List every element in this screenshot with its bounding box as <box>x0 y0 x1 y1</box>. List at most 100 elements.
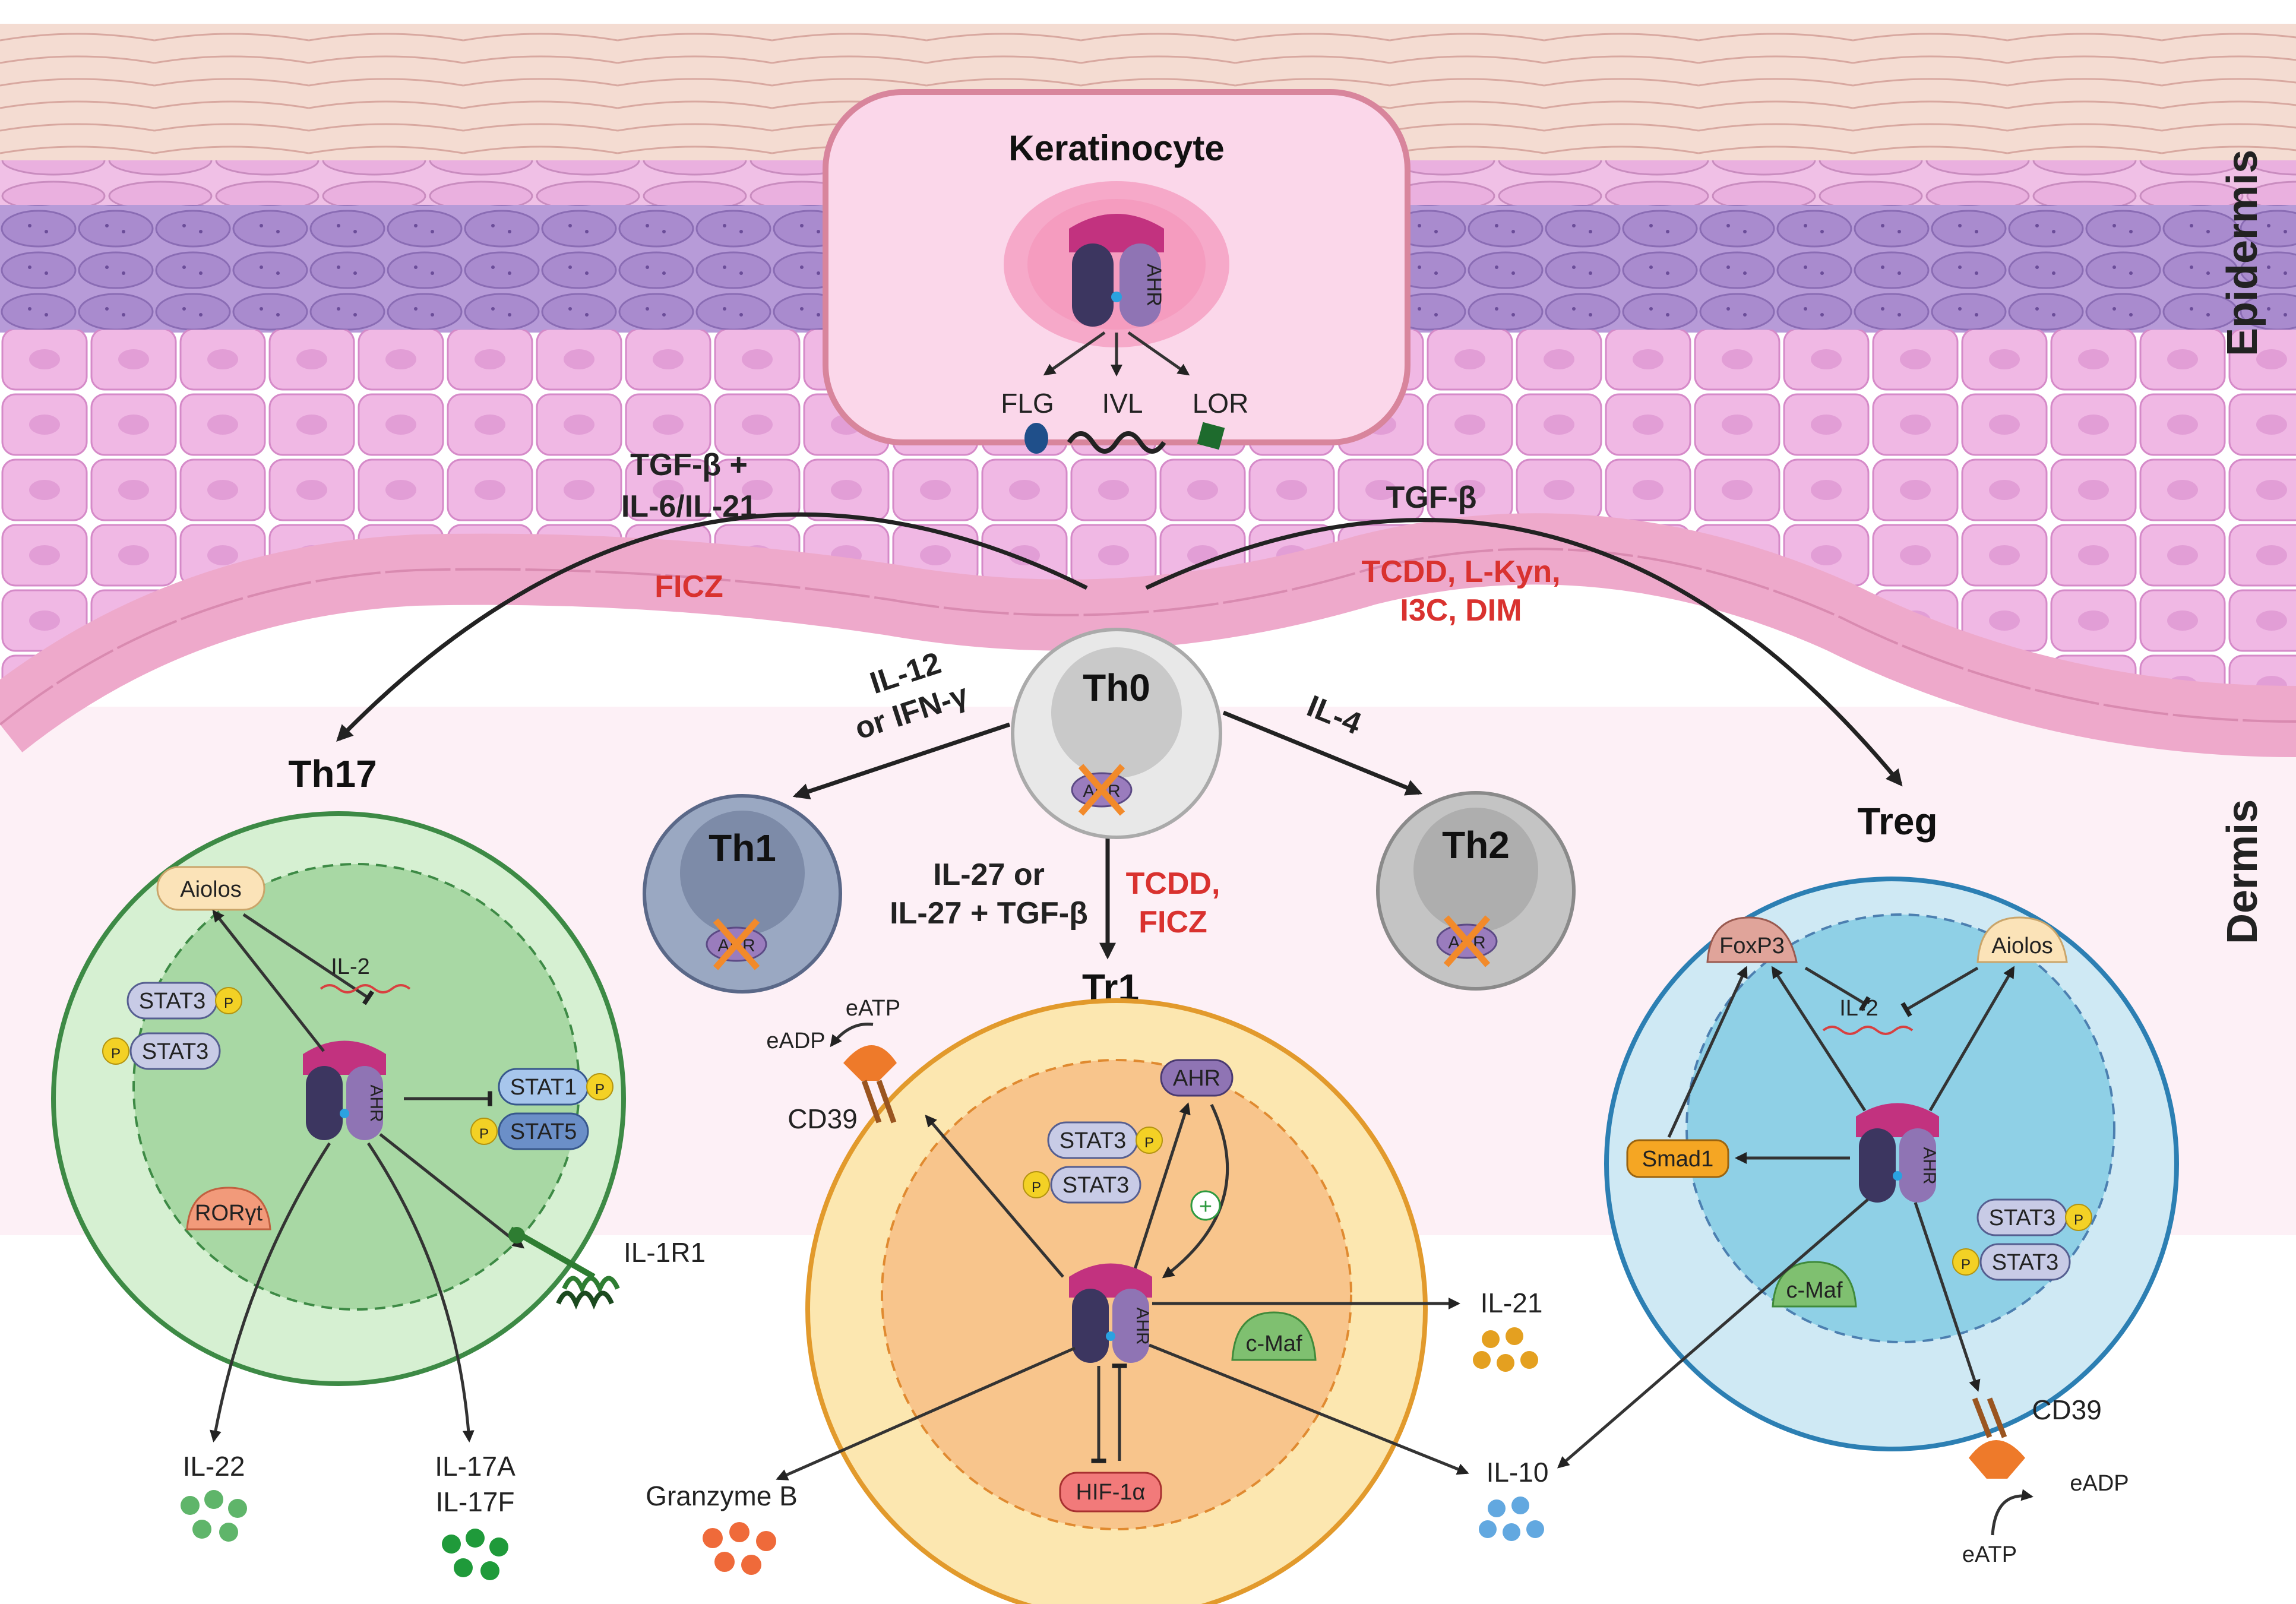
basal-cell-outline <box>0 548 2296 726</box>
treg-p1: P <box>2074 1212 2083 1228</box>
th17-stat3-b-phospho <box>102 1037 129 1065</box>
tr1-ligand-line2: FICZ <box>1138 905 1207 939</box>
arrow-th0-to-th17 <box>336 512 1088 742</box>
flg-label: FLG <box>1001 388 1054 419</box>
th2-name: Th2 <box>1442 824 1510 866</box>
tr1-ahr-label: AHR <box>1133 1307 1152 1344</box>
th17-il2: IL-2 <box>331 954 369 979</box>
treg-p2-icon <box>1952 1248 1979 1276</box>
th1-name: Th1 <box>709 827 776 869</box>
treg-stat3-a-label: STAT3 <box>1989 1206 2056 1230</box>
tr1-p2: P <box>1032 1179 1041 1195</box>
treg-cd39-enzyme-icon <box>1969 1397 2025 1479</box>
th17-rorgt <box>186 1187 271 1230</box>
th17-il17a: IL-17A <box>435 1451 516 1482</box>
th17-il22: IL-22 <box>183 1451 245 1482</box>
th0-name: Th0 <box>1083 666 1150 709</box>
th2-ahr-blocked-icon <box>1443 915 1491 967</box>
treg-ligand-line1: TCDD, L-Kyn, <box>1361 555 1560 589</box>
treg-ligand-line2: I3C, DIM <box>1400 593 1522 628</box>
tr1-ligand-line1: TCDD, <box>1126 866 1220 901</box>
epidermis-label: Epidermis <box>2219 150 2266 356</box>
th17-cell: Th17 Aiolos IL-2 STAT3 P P STAT3 AHR STA… <box>51 752 706 1580</box>
treg-p1-icon <box>2065 1204 2092 1231</box>
treg-foxp3 <box>1706 916 1798 963</box>
ivl-label: IVL <box>1102 388 1143 419</box>
th17-ligand: FICZ <box>654 570 723 604</box>
th17-aiolos <box>156 866 265 911</box>
th17-stat3-a-phospho <box>215 987 242 1014</box>
arrow-th0-to-th1 <box>792 722 1011 800</box>
treg-cmaf <box>1772 1261 1857 1308</box>
treg-ahr-label: AHR <box>1919 1147 1939 1184</box>
keratinocyte-title: Keratinocyte <box>1008 128 1224 168</box>
tr1-cd39: CD39 <box>788 1103 858 1134</box>
tr1-hif1a-label: HIF-1α <box>1076 1480 1146 1505</box>
tr1-cmaf-label: c-Maf <box>1246 1331 1302 1356</box>
tr1-il10: IL-10 <box>1487 1457 1549 1488</box>
tr1-cd39-enzyme-icon <box>843 1045 897 1124</box>
tr1-ahr-cytosol <box>1160 1059 1234 1097</box>
dermis-label: Dermis <box>2219 799 2266 944</box>
treg-smad1-label: Smad1 <box>1642 1147 1713 1172</box>
tr1-signal-line1: IL-27 or <box>933 858 1045 892</box>
th17-ahr-label: AHR <box>366 1084 386 1122</box>
treg-eadp: eADP <box>2070 1471 2129 1496</box>
tr1-granzyme-molecules-icon <box>703 1522 776 1575</box>
th17-stat3-b <box>129 1032 221 1070</box>
th0-ahr-blocked-icon <box>1078 764 1125 816</box>
th17-p2: P <box>111 1046 121 1062</box>
lor-protein-icon <box>1197 422 1225 450</box>
tr1-plus-icon <box>1190 1190 1221 1221</box>
th17-p4: P <box>479 1126 489 1142</box>
lor-label: LOR <box>1193 388 1249 419</box>
th17-stat5-phospho <box>470 1118 498 1145</box>
th17-stat3-a-label: STAT3 <box>139 989 206 1014</box>
th2-cell: Th2 AHR <box>1376 791 1576 991</box>
th1-ahr-blocked-icon <box>713 918 760 970</box>
treg-ahr-complex: AHR <box>1856 1103 1939 1203</box>
treg-aiolos <box>1976 916 2068 963</box>
arrow-th0-to-th2 <box>1222 710 1423 796</box>
tr1-eatp: eATP <box>846 996 900 1021</box>
tr1-eadp: eADP <box>766 1029 825 1053</box>
tr1-cmaf <box>1231 1311 1317 1361</box>
treg-p2: P <box>1961 1257 1971 1273</box>
treg-stat3-b-label: STAT3 <box>1992 1250 2059 1275</box>
treg-foxp3-label: FoxP3 <box>1719 934 1785 958</box>
treg-aiolos-label: Aiolos <box>1991 934 2053 958</box>
th1-cell: Th1 AHR <box>643 794 842 994</box>
th17-il17f: IL-17F <box>436 1486 515 1517</box>
treg-eatp: eATP <box>1962 1542 2017 1567</box>
th17-il17-molecules-icon <box>442 1529 508 1580</box>
keratinocyte-panel: Keratinocyte AHR FLG IVL LOR <box>823 89 1411 454</box>
tr1-p1-icon <box>1136 1127 1163 1154</box>
treg-cmaf-label: c-Maf <box>1786 1278 1843 1303</box>
tr1-cell: Tr1 eATP eADP CD39 AHR + STAT3 P P STAT3… <box>646 966 1548 1604</box>
tr1-signal-line2: IL-27 + TGF-β <box>890 896 1088 931</box>
tr1-p1: P <box>1144 1135 1154 1151</box>
tr1-ahr-top-label: AHR <box>1173 1066 1220 1091</box>
tr1-il10-molecules-icon <box>1479 1497 1544 1541</box>
tr1-plus-label: + <box>1199 1194 1212 1219</box>
th17-p1: P <box>224 995 233 1011</box>
ahr-complex: AHR <box>1069 214 1165 327</box>
tr1-hif1a <box>1059 1472 1162 1513</box>
tr1-p2-icon <box>1023 1171 1050 1198</box>
th17-name: Th17 <box>288 752 377 795</box>
tr1-il21: IL-21 <box>1481 1287 1543 1318</box>
th17-stat1-phospho <box>586 1073 613 1100</box>
tr1-stat3-b <box>1050 1166 1141 1204</box>
tr1-stat3-a-label: STAT3 <box>1060 1128 1127 1153</box>
th17-stat1-label: STAT1 <box>510 1075 577 1100</box>
stratum-basale <box>0 330 2296 725</box>
th0-cell: Th0 AHR <box>1011 628 1222 839</box>
th17-p3: P <box>595 1081 605 1097</box>
th17-il1r1-receptor-icon <box>508 1226 620 1310</box>
treg-il2-dna-icon <box>1822 1026 1914 1035</box>
th17-stat5-label: STAT5 <box>510 1119 577 1144</box>
ahr-label: AHR <box>1143 264 1165 306</box>
th17-il2-dna-icon <box>320 984 411 994</box>
th17-stat5 <box>498 1112 589 1150</box>
